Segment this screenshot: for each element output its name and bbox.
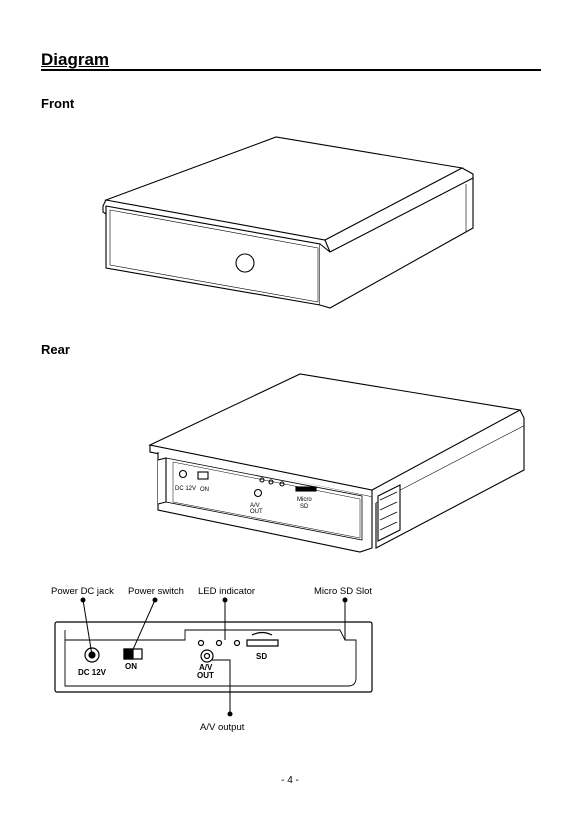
heading-text: Diagram: [41, 50, 110, 69]
callout-av-output: A/V output: [200, 722, 245, 733]
panel-on-text: ON: [125, 662, 137, 671]
panel-av-out: [200, 649, 214, 663]
rear-micro-sd: [295, 486, 317, 492]
rear-view-device: [148, 373, 525, 553]
panel-av-text: A/V: [199, 663, 213, 672]
callout-lines: [82, 599, 346, 712]
rear-sd-text: SD: [300, 504, 309, 510]
callout-dots: [80, 597, 348, 717]
rear-micro-text: Micro: [297, 497, 312, 503]
front-view-device: [102, 136, 474, 309]
rear-av-out: [253, 488, 263, 498]
rear-panel-closeup: [54, 621, 373, 693]
front-label: Front: [41, 96, 75, 111]
callout-led-indicator: LED indicator: [198, 586, 255, 597]
rear-on-text: ON: [200, 487, 209, 493]
callout-micro-sd-slot: Micro SD Slot: [314, 586, 372, 597]
panel-dc-text: DC 12V: [78, 668, 107, 677]
panel-dc-jack: [84, 647, 100, 663]
page-number: - 4 -: [281, 775, 299, 786]
rear-power-switch: [197, 471, 209, 480]
callout-power-switch: Power switch: [128, 586, 184, 597]
rear-dc-jack: [178, 469, 188, 479]
rear-out-text: OUT: [250, 509, 263, 515]
rear-av-text: A/V: [250, 503, 260, 509]
rear-dc-text: DC 12V: [175, 486, 196, 492]
rear-label: Rear: [41, 342, 70, 357]
callout-power-dc-jack: Power DC jack: [51, 586, 114, 597]
panel-sd-text: SD: [256, 652, 267, 661]
front-power-button: [235, 253, 255, 273]
panel-out-text: OUT: [197, 671, 214, 680]
section-heading: Diagram: [41, 49, 541, 71]
